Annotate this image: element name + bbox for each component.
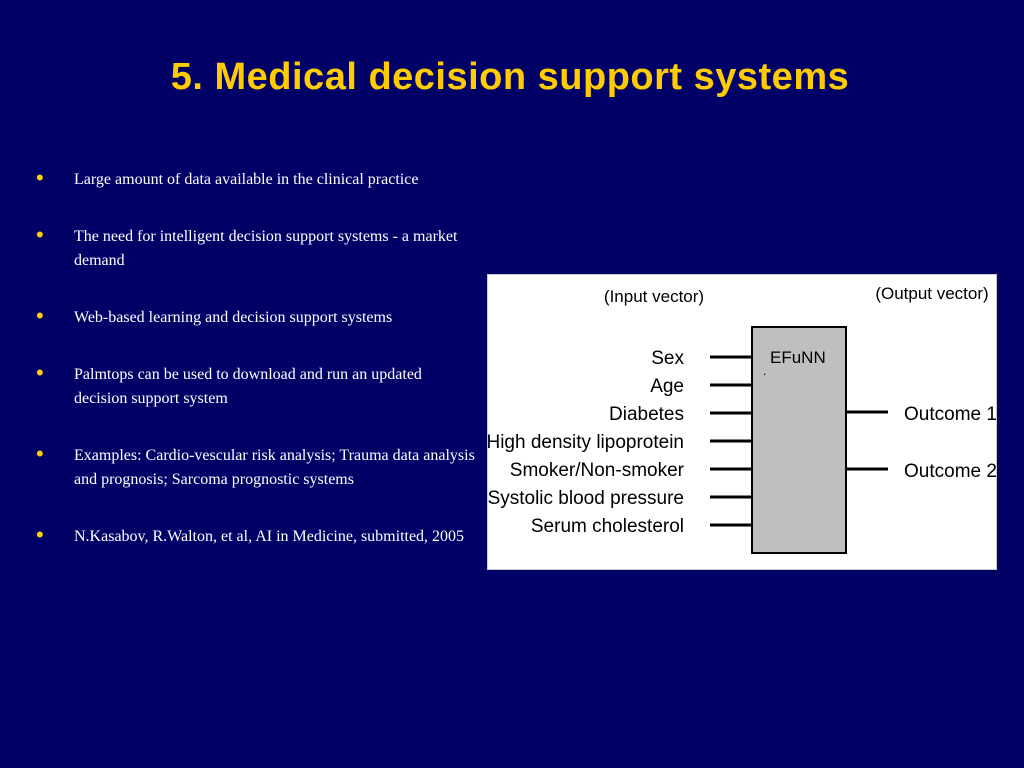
- efunn-diagram: (Input vector) (Output vector) EFuNN . S…: [487, 274, 997, 570]
- input-label-sex: Sex: [651, 348, 684, 369]
- bullet-marker: •: [36, 441, 44, 466]
- bullet-text: Web-based learning and decision support …: [74, 309, 393, 326]
- bullet-marker: •: [36, 360, 44, 385]
- bullet-marker: •: [36, 222, 44, 247]
- bullet-marker: •: [36, 303, 44, 328]
- input-label-diabetes: Diabetes: [609, 404, 684, 425]
- bullet-list: • Large amount of data available in the …: [36, 165, 476, 582]
- diagram-canvas: (Input vector) (Output vector) EFuNN . S…: [488, 284, 996, 554]
- bullet-item: • N.Kasabov, R.Walton, et al, AI in Medi…: [36, 522, 476, 549]
- bullet-item: • Palmtops can be used to download and r…: [36, 360, 476, 411]
- bullet-text: N.Kasabov, R.Walton, et al, AI in Medici…: [74, 528, 465, 545]
- output-vector-header: (Output vector): [875, 284, 988, 303]
- input-label-cholesterol: Serum cholesterol: [531, 516, 684, 537]
- bullet-item: • Examples: Cardio-vescular risk analysi…: [36, 441, 476, 492]
- input-labels: Sex Age Diabetes High density lipoprotei…: [488, 348, 685, 537]
- bullet-marker: •: [36, 165, 44, 190]
- input-label-hdl: High density lipoprotein: [488, 432, 684, 453]
- bullet-text: Examples: Cardio-vescular risk analysis;…: [74, 447, 475, 488]
- efunn-box-dot: .: [763, 364, 766, 378]
- bullet-item: • The need for intelligent decision supp…: [36, 222, 476, 273]
- input-label-smoker: Smoker/Non-smoker: [510, 460, 685, 481]
- output-label-1: Outcome 1: [904, 404, 996, 425]
- bullet-item: • Web-based learning and decision suppor…: [36, 303, 476, 330]
- bullet-text: The need for intelligent decision suppor…: [74, 228, 458, 269]
- output-lines: [846, 410, 888, 471]
- input-label-blood-pressure: Systolic blood pressure: [488, 488, 684, 509]
- bullet-text: Large amount of data available in the cl…: [74, 171, 419, 188]
- output-labels: Outcome 1 Outcome 2: [904, 404, 996, 482]
- bullet-item: • Large amount of data available in the …: [36, 165, 476, 192]
- bullet-marker: •: [36, 522, 44, 547]
- input-vector-header: (Input vector): [604, 287, 704, 306]
- efunn-box-label: EFuNN: [770, 348, 826, 367]
- efunn-box: [751, 326, 847, 554]
- slide-title: 5. Medical decision support systems: [170, 56, 850, 98]
- output-label-2: Outcome 2: [904, 461, 996, 482]
- bullet-text: Palmtops can be used to download and run…: [74, 366, 422, 407]
- input-label-age: Age: [650, 376, 684, 397]
- input-lines: [710, 355, 752, 527]
